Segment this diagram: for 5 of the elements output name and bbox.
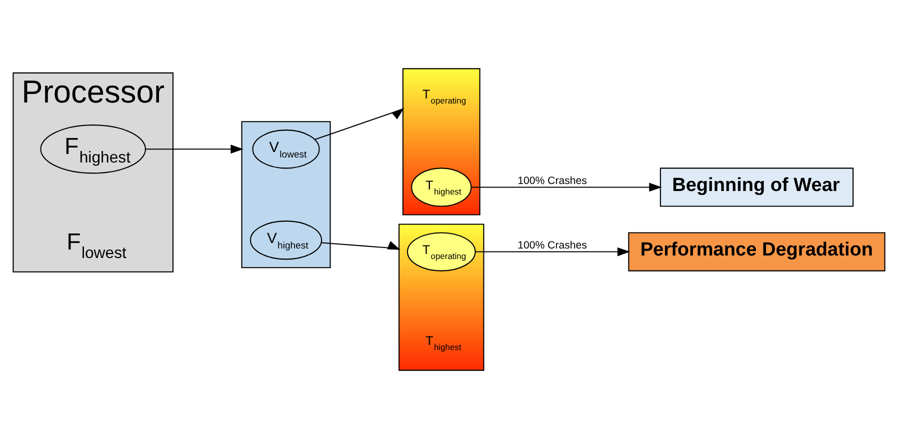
edge-label: 100% Crashes	[518, 174, 587, 187]
node-text: F$_{lowest}$	[66, 228, 126, 262]
node-text: T$_{operating}$	[422, 86, 466, 105]
node-text: T$_{highest}$	[426, 334, 462, 352]
edge-label: 100% Crashes	[518, 239, 587, 252]
